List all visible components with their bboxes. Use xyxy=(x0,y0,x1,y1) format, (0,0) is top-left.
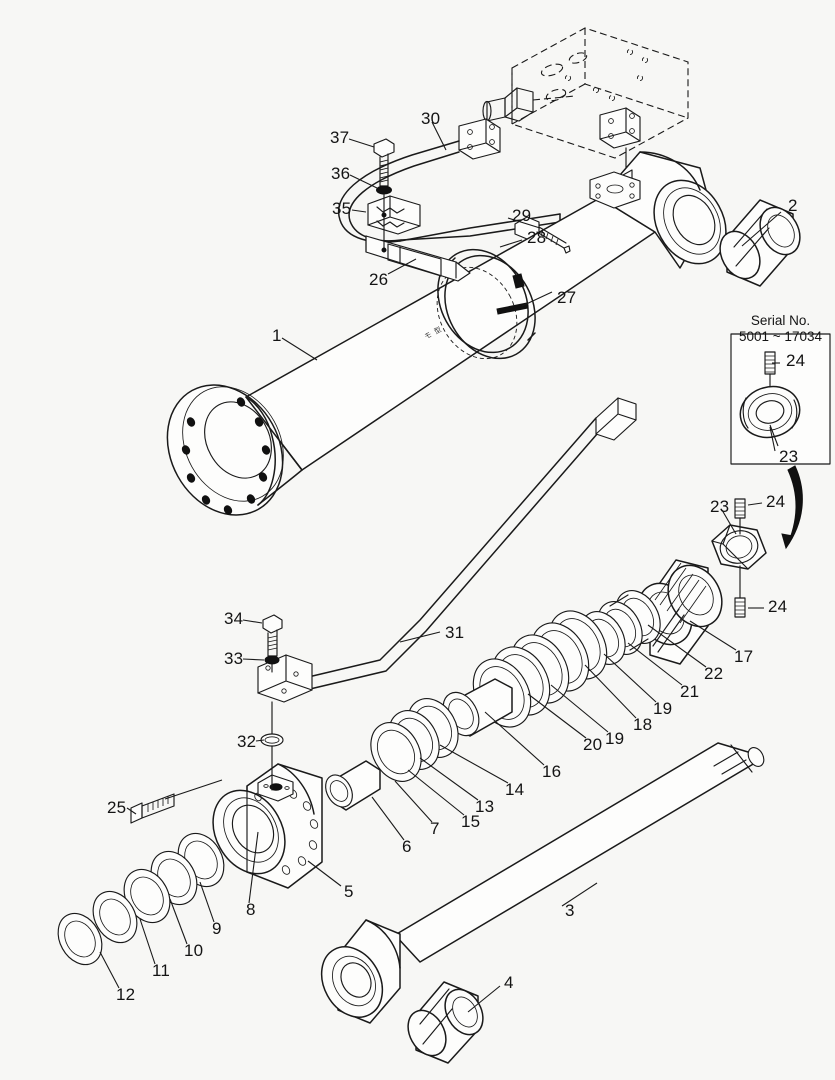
callout-9: 9 xyxy=(212,919,222,938)
callout-13: 13 xyxy=(475,797,495,816)
callout-15: 15 xyxy=(461,812,481,831)
callout-37: 37 xyxy=(330,128,350,147)
callout-23: 23 xyxy=(710,497,730,516)
callout-27: 27 xyxy=(557,288,577,307)
callout-5: 5 xyxy=(344,882,354,901)
hydraulic-tube-31 xyxy=(257,397,637,791)
cylinder-tube-1 xyxy=(166,151,727,516)
serial-box xyxy=(730,333,831,465)
bracket-26 xyxy=(365,138,471,282)
flange-bolt-holes xyxy=(181,397,271,515)
serial-box-caption: Serial No. 5001 ~ 17034 xyxy=(731,313,830,345)
head-bushing-2 xyxy=(719,199,801,287)
callout-10: 10 xyxy=(184,941,204,960)
callout-18: 18 xyxy=(633,715,653,734)
piston-rod-3 xyxy=(320,742,765,1064)
callout-21: 21 xyxy=(680,682,700,701)
callout-26: 26 xyxy=(369,270,389,289)
valve-block-assembly xyxy=(482,27,689,159)
callout-11: 11 xyxy=(152,961,171,980)
serial-label-line2: 5001 ~ 17034 xyxy=(739,328,822,344)
callout-35: 35 xyxy=(332,199,352,218)
callout-12: 12 xyxy=(116,985,136,1004)
callout-28: 28 xyxy=(527,228,547,247)
callout-19b: 19 xyxy=(605,729,625,748)
callout-33: 33 xyxy=(224,649,244,668)
callout-8: 8 xyxy=(246,900,256,919)
serial-label-line1: Serial No. xyxy=(750,313,811,328)
callout-24-upper: 24 xyxy=(766,492,786,511)
callout-36: 36 xyxy=(331,164,351,183)
callout-20: 20 xyxy=(583,735,603,754)
callout-6: 6 xyxy=(402,837,412,856)
callout-24-serial: 24 xyxy=(786,351,806,370)
callout-4: 4 xyxy=(504,973,514,992)
gland-head-5 xyxy=(212,763,323,889)
callout-1: 1 xyxy=(272,326,282,345)
gland-seals xyxy=(57,832,225,966)
callout-24-lower: 24 xyxy=(768,597,788,616)
lock-nut-23 xyxy=(711,498,767,618)
callout-19a: 19 xyxy=(653,699,673,718)
callout-7: 7 xyxy=(430,819,440,838)
rod-seals-14-13-15 xyxy=(370,698,459,782)
callout-3: 3 xyxy=(565,901,575,920)
callout-31: 31 xyxy=(445,623,465,642)
callout-14: 14 xyxy=(505,780,525,799)
sleeve-7 xyxy=(325,760,381,811)
callout-22: 22 xyxy=(704,664,724,683)
callout-29: 29 xyxy=(512,206,532,225)
callout-25: 25 xyxy=(107,798,127,817)
callout-30: 30 xyxy=(421,109,441,128)
piston-17 xyxy=(637,559,723,665)
callout-23-serial: 23 xyxy=(779,447,799,466)
socket-bolt-25 xyxy=(130,793,175,824)
callout-2: 2 xyxy=(788,196,798,215)
leader-lines xyxy=(99,121,782,1013)
callout-34: 34 xyxy=(224,609,244,628)
callout-16: 16 xyxy=(542,762,562,781)
callout-17: 17 xyxy=(734,647,754,666)
callout-32: 32 xyxy=(237,732,257,751)
